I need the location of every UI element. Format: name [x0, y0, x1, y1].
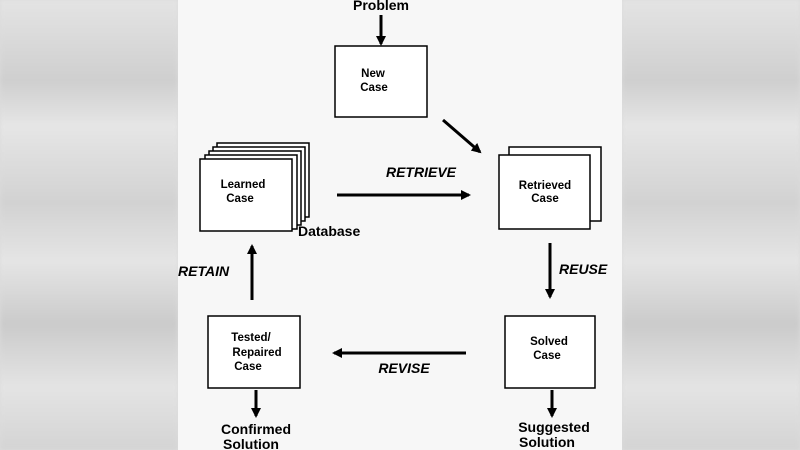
tested-case-line-1: Tested/ [231, 332, 271, 344]
new-case-box: New Case [334, 45, 428, 118]
confirmed-solution-line-2: Solution [223, 436, 279, 450]
retrieved-case-line-1: Retrieved [519, 180, 571, 192]
tested-case-line-3: Case [234, 361, 262, 373]
new-to-retrieved-arrow [442, 118, 482, 154]
tested-case-line-2: Repaired [232, 347, 281, 359]
new-case-line-1: New [361, 68, 385, 80]
solved-case-line-2: Case [533, 350, 561, 362]
blurred-backdrop-left [0, 0, 178, 450]
confirmed-solution-line-1: Confirmed [221, 421, 291, 437]
tested-repaired-case-box: Tested/ Repaired Case [207, 315, 301, 389]
retrieved-case-stack: Retrieved Case [498, 146, 602, 230]
new-case-line-2: Case [360, 82, 388, 94]
database-label: Database [298, 223, 360, 239]
suggested-solution-line-2: Solution [519, 434, 575, 450]
revise-label: REVISE [378, 360, 430, 376]
learned-case-line-1: Learned [221, 179, 266, 191]
blurred-backdrop-right [622, 0, 800, 450]
solved-case-line-1: Solved [530, 336, 568, 348]
retain-label: RETAIN [178, 263, 230, 279]
retrieved-case-line-2: Case [531, 193, 559, 205]
retrieve-label: RETRIEVE [386, 164, 457, 180]
reuse-label: REUSE [559, 261, 608, 277]
learned-case-line-2: Case [226, 193, 254, 205]
suggested-solution-line-1: Suggested [518, 419, 590, 435]
problem-label: Problem [353, 0, 409, 13]
solved-case-box: Solved Case [504, 315, 596, 389]
learned-case-stack: Learned Case [199, 142, 310, 232]
